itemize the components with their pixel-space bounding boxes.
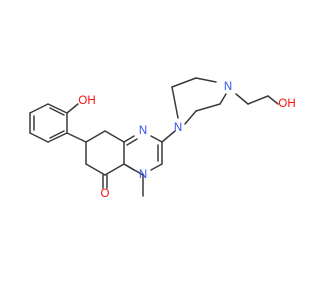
bond — [171, 77, 197, 88]
bond — [195, 77, 217, 83]
phenol-hydroxyl-label: OH — [78, 95, 95, 107]
ethanol-hydroxyl-label: OH — [278, 98, 295, 110]
bond — [49, 130, 65, 139]
bond — [161, 130, 176, 143]
piperazine-nitrogen-4-label: N — [224, 81, 232, 93]
bond — [235, 93, 249, 105]
bond — [85, 163, 106, 176]
bond — [123, 135, 135, 143]
bond — [29, 103, 49, 114]
pyrimidine-nitrogen-bottom-label: N — [139, 169, 147, 181]
bond — [150, 135, 163, 143]
bond — [150, 163, 163, 171]
atom-labels: OH N N N N O OH — [78, 81, 295, 200]
ketone-oxygen-label: O — [101, 188, 110, 200]
bond — [171, 86, 179, 119]
bond — [219, 93, 227, 105]
bond — [66, 103, 79, 114]
bond — [104, 163, 125, 176]
bond — [66, 132, 87, 143]
bond — [247, 95, 269, 105]
bond — [104, 130, 125, 143]
bond — [49, 107, 65, 116]
bond — [85, 130, 106, 143]
bond — [267, 95, 279, 105]
bond — [29, 132, 49, 143]
bond — [195, 103, 221, 112]
bond — [47, 103, 68, 114]
molecule-structure: OH N N N N O OH — [29, 77, 296, 200]
bond — [184, 110, 197, 125]
pyrimidine-nitrogen-top-label: N — [139, 125, 147, 137]
bond — [47, 132, 68, 143]
bond — [126, 138, 138, 146]
bond — [123, 163, 144, 176]
bonds — [29, 77, 279, 197]
piperazine-nitrogen-1-label: N — [174, 122, 182, 134]
